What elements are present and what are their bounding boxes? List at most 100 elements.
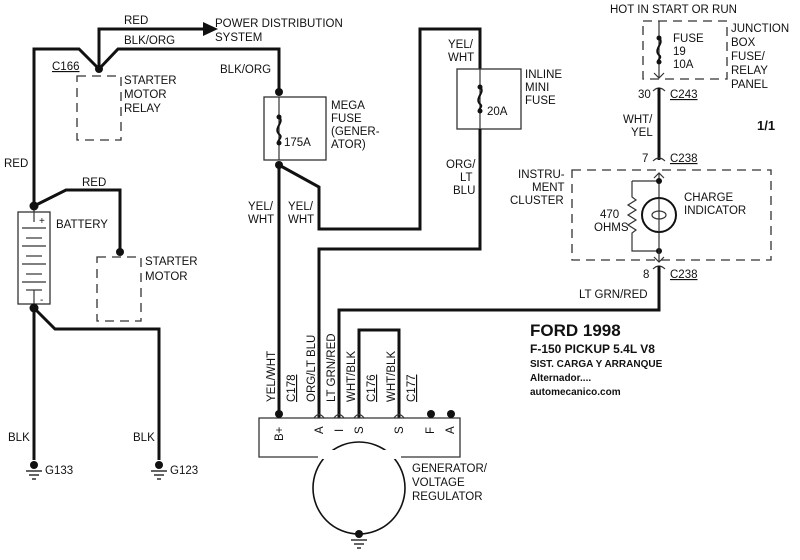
wire-label-blk-2: BLK — [133, 432, 155, 444]
starter-relay-label-2: MOTOR — [124, 89, 167, 101]
terminal-a-2: A — [445, 426, 457, 434]
battery-positive-wire: C166 RED — [4, 47, 103, 202]
wire-label-red-left: RED — [4, 158, 28, 170]
connector-c243-pin: 30 — [638, 89, 651, 101]
power-distribution-label: POWER DISTRIBUTION — [215, 18, 343, 30]
mega-fuse-label-4: ATOR) — [331, 139, 366, 151]
terminal-s-1: S — [354, 426, 366, 434]
junction-box-label-2: BOX — [731, 37, 756, 49]
splice-c166 — [95, 65, 103, 73]
starter-motor-label-2: MOTOR — [145, 271, 188, 283]
resistor-label-2: OHMS — [594, 222, 629, 234]
starter-motor-relay: STARTER MOTOR RELAY — [76, 75, 177, 141]
generator-voltage-regulator: GENERATOR/ VOLTAGE REGULATOR B+ A I S S … — [258, 333, 488, 549]
wire-label-org-lt-blu-b: LT — [460, 172, 473, 184]
wire-label-org-lt-blu-a: ORG/ — [446, 159, 476, 171]
wire-label-yel-wht-1b: WHT — [248, 214, 274, 226]
generator-label-2: VOLTAGE — [412, 477, 465, 489]
wire-label-yel-wht-inline-b: WHT — [448, 52, 474, 64]
wht-yel-wire: 30 C243 WHT/ YEL 7 C238 — [623, 87, 698, 165]
charge-indicator-label-2: INDICATOR — [684, 205, 746, 217]
charge-indicator-label-1: CHARGE — [684, 192, 734, 204]
wire-label-org-lt-blu-c: BLU — [453, 185, 475, 197]
wire-label-yel-wht-2b: WHT — [288, 214, 314, 226]
vehicle-model: F-150 PICKUP 5.4L V8 — [530, 342, 655, 356]
mega-fuse-label-2: FUSE — [331, 113, 362, 125]
inline-fuse-label-1: INLINE — [525, 69, 562, 81]
yel-wht-b-plus-wire: YEL/ WHT — [248, 165, 281, 425]
mega-fuse: 175A MEGA FUSE (GENER- ATOR) — [263, 88, 380, 169]
starter-relay-label-3: RELAY — [124, 103, 161, 115]
junction-box-label-3: FUSE/ — [731, 51, 766, 63]
wire-label-yel-wht-2a: YEL/ — [288, 201, 314, 213]
connector-c238-pin-top: 7 — [642, 153, 648, 165]
power-distribution-feed: RED POWER DISTRIBUTION SYSTEM — [97, 15, 343, 69]
wire-label-lt-grn-red: LT GRN/RED — [579, 289, 648, 301]
mega-fuse-label-3: (GENER- — [331, 126, 380, 138]
connector-c238-pin-bottom: 8 — [643, 269, 649, 281]
junction-box-fuse-relay-panel: HOT IN START OR RUN FUSE 19 10A JUNCTION… — [610, 4, 789, 91]
connector-c177: C177 — [406, 375, 418, 403]
website: automecanico.com — [530, 387, 621, 398]
junction-box-label-5: PANEL — [731, 79, 768, 91]
battery-label: BATTERY — [56, 219, 108, 231]
ground-label-g133: G133 — [45, 465, 73, 477]
connector-c243: C243 — [670, 89, 698, 101]
junction-box-label-4: RELAY — [731, 65, 768, 77]
terminal-b-plus: B+ — [274, 426, 286, 441]
terminal-s-2: S — [394, 426, 406, 434]
c238-bottom-connector: 8 C238 — [643, 265, 698, 310]
gen-wire-wht-blk-2: WHT/BLK — [386, 351, 398, 402]
title-block: FORD 1998 F-150 PICKUP 5.4L V8 SIST. CAR… — [530, 321, 663, 398]
gen-wire-yel-wht: YEL/WHT — [266, 351, 278, 402]
wire-label-red-starter: RED — [82, 177, 106, 189]
connector-c238-bottom: C238 — [670, 269, 698, 281]
wire-label-wht-yel-b: YEL — [631, 127, 653, 139]
wire-label-wht-yel-a: WHT/ — [623, 114, 653, 126]
wire-label-blk-1: BLK — [8, 432, 30, 444]
inline-fuse-label-2: MINI — [525, 82, 549, 94]
arrow-icon — [203, 22, 218, 36]
cluster-label-2: MENT — [532, 182, 565, 194]
terminal-f: F — [425, 427, 437, 434]
power-distribution-label-2: SYSTEM — [215, 32, 262, 44]
ground-label-g123: G123 — [170, 465, 198, 477]
battery-minus: - — [40, 295, 43, 306]
gen-wire-wht-blk-1: WHT/BLK — [346, 351, 358, 402]
jb-fuse-rating: 10A — [673, 59, 694, 71]
wire-label-red-top: RED — [124, 15, 148, 27]
yel-wht-inline-wire: YEL/ WHT YEL/ WHT — [278, 27, 482, 231]
wire-label-blk-org-right: BLK/ORG — [220, 64, 271, 76]
gen-wire-lt-grn-red: LT GRN/RED — [326, 333, 338, 402]
starter-motor: STARTER MOTOR — [96, 256, 198, 322]
mega-fuse-rating: 175A — [284, 137, 311, 149]
connector-c176: C176 — [366, 375, 378, 403]
hot-in-start-or-run-label: HOT IN START OR RUN — [610, 4, 737, 16]
blk-org-wire: BLK/ORG BLK/ORG — [97, 35, 281, 92]
battery: + - BATTERY — [17, 201, 108, 313]
resistor-470-ohms — [626, 181, 659, 252]
connector-c238-top: C238 — [670, 153, 698, 165]
starter-relay-label-1: STARTER — [124, 75, 177, 87]
wire-label-blk-org-top: BLK/ORG — [124, 35, 175, 47]
wht-blk-sense-loop — [357, 328, 401, 425]
org-lt-blu-wire: ORG/ LT BLU — [317, 129, 482, 425]
wire-label-yel-wht-inline-a: YEL/ — [448, 39, 474, 51]
wire-label-yel-wht-1a: YEL/ — [248, 201, 274, 213]
subtitle: Alternador.... — [530, 373, 591, 384]
resistor-label-1: 470 — [600, 209, 619, 221]
junction-box-label-1: JUNCTION — [731, 23, 789, 35]
mega-fuse-label-1: MEGA — [331, 100, 365, 112]
ground-g133: BLK G133 — [8, 308, 73, 480]
terminal-a: A — [314, 426, 326, 434]
instrument-cluster: INSTRU- MENT CLUSTER 470 OHMS CHARGE IND… — [510, 169, 772, 263]
terminal-i: I — [334, 429, 346, 432]
generator-label-1: GENERATOR/ — [412, 463, 488, 475]
jb-fuse-number: 19 — [673, 46, 686, 58]
starter-motor-wire: RED — [33, 177, 124, 256]
ground-g123: BLK G123 — [32, 306, 198, 480]
starter-motor-label-1: STARTER — [145, 256, 198, 268]
cluster-label-1: INSTRU- — [518, 169, 565, 181]
battery-plus: + — [39, 216, 45, 227]
